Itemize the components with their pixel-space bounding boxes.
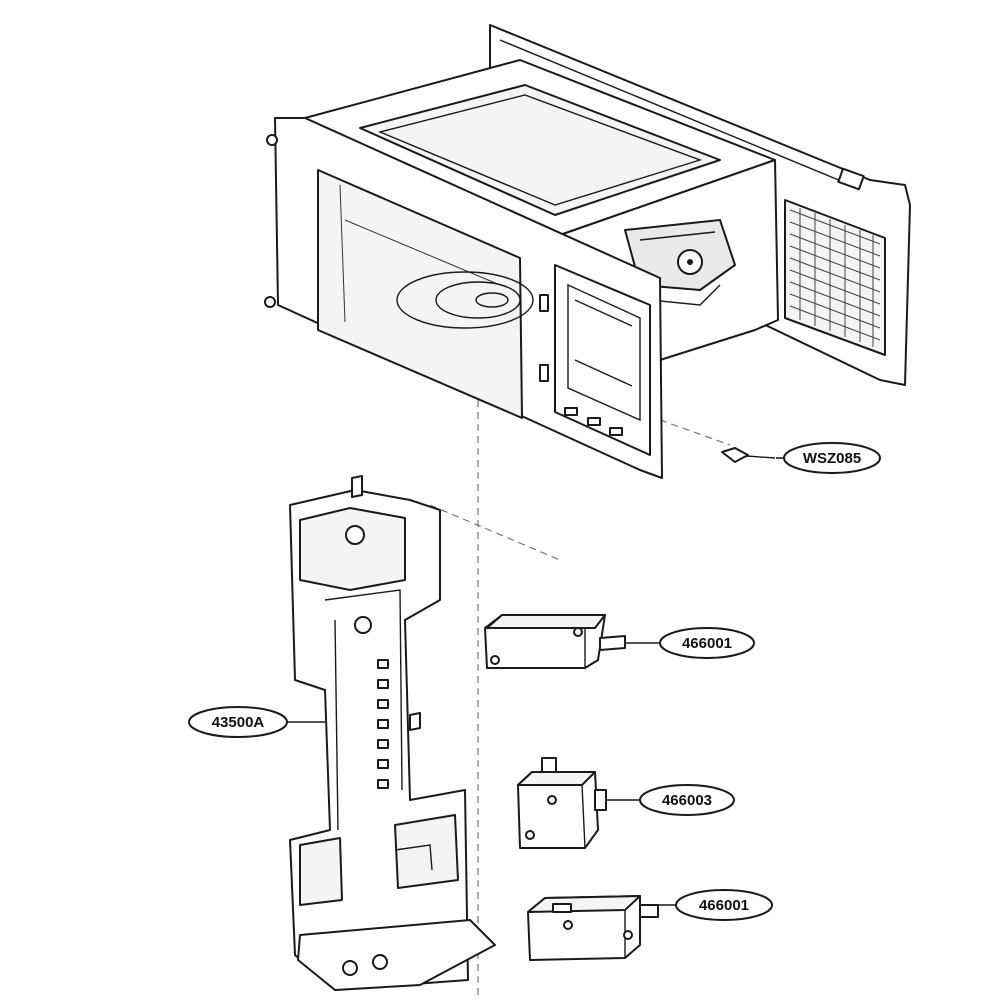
callout-label: 43500A	[212, 714, 265, 731]
switch-466003	[517, 757, 607, 849]
callout-466001-top: 466001	[659, 627, 755, 659]
latch-teeth	[377, 659, 389, 789]
switch-466001-top	[484, 614, 626, 669]
callout-label: 466001	[699, 897, 749, 914]
leader-lines	[287, 457, 785, 906]
callout-label: 466001	[682, 635, 732, 652]
callout-466001-bottom: 466001	[675, 889, 773, 921]
turntable-motor	[624, 219, 736, 306]
latch-slots	[564, 407, 623, 436]
callout-wsz085: WSZ085	[783, 442, 881, 474]
control-panel-cutout	[554, 264, 651, 456]
screw-wsz085	[721, 447, 776, 463]
hinge-pin-top	[266, 134, 278, 146]
turntable	[396, 271, 534, 329]
latch-board-43500a	[289, 475, 496, 991]
callout-466003: 466003	[639, 784, 735, 816]
cavity-opening	[317, 169, 523, 419]
callout-43500a: 43500A	[188, 706, 288, 738]
microwave-cavity-assembly	[264, 24, 911, 479]
callout-label: 466003	[662, 792, 712, 809]
vent-holes	[789, 208, 881, 347]
callout-label: WSZ085	[803, 450, 861, 467]
alignment-guides	[429, 340, 731, 1000]
hinge-pin-bottom	[264, 296, 276, 308]
switch-466001-bottom	[527, 895, 659, 961]
